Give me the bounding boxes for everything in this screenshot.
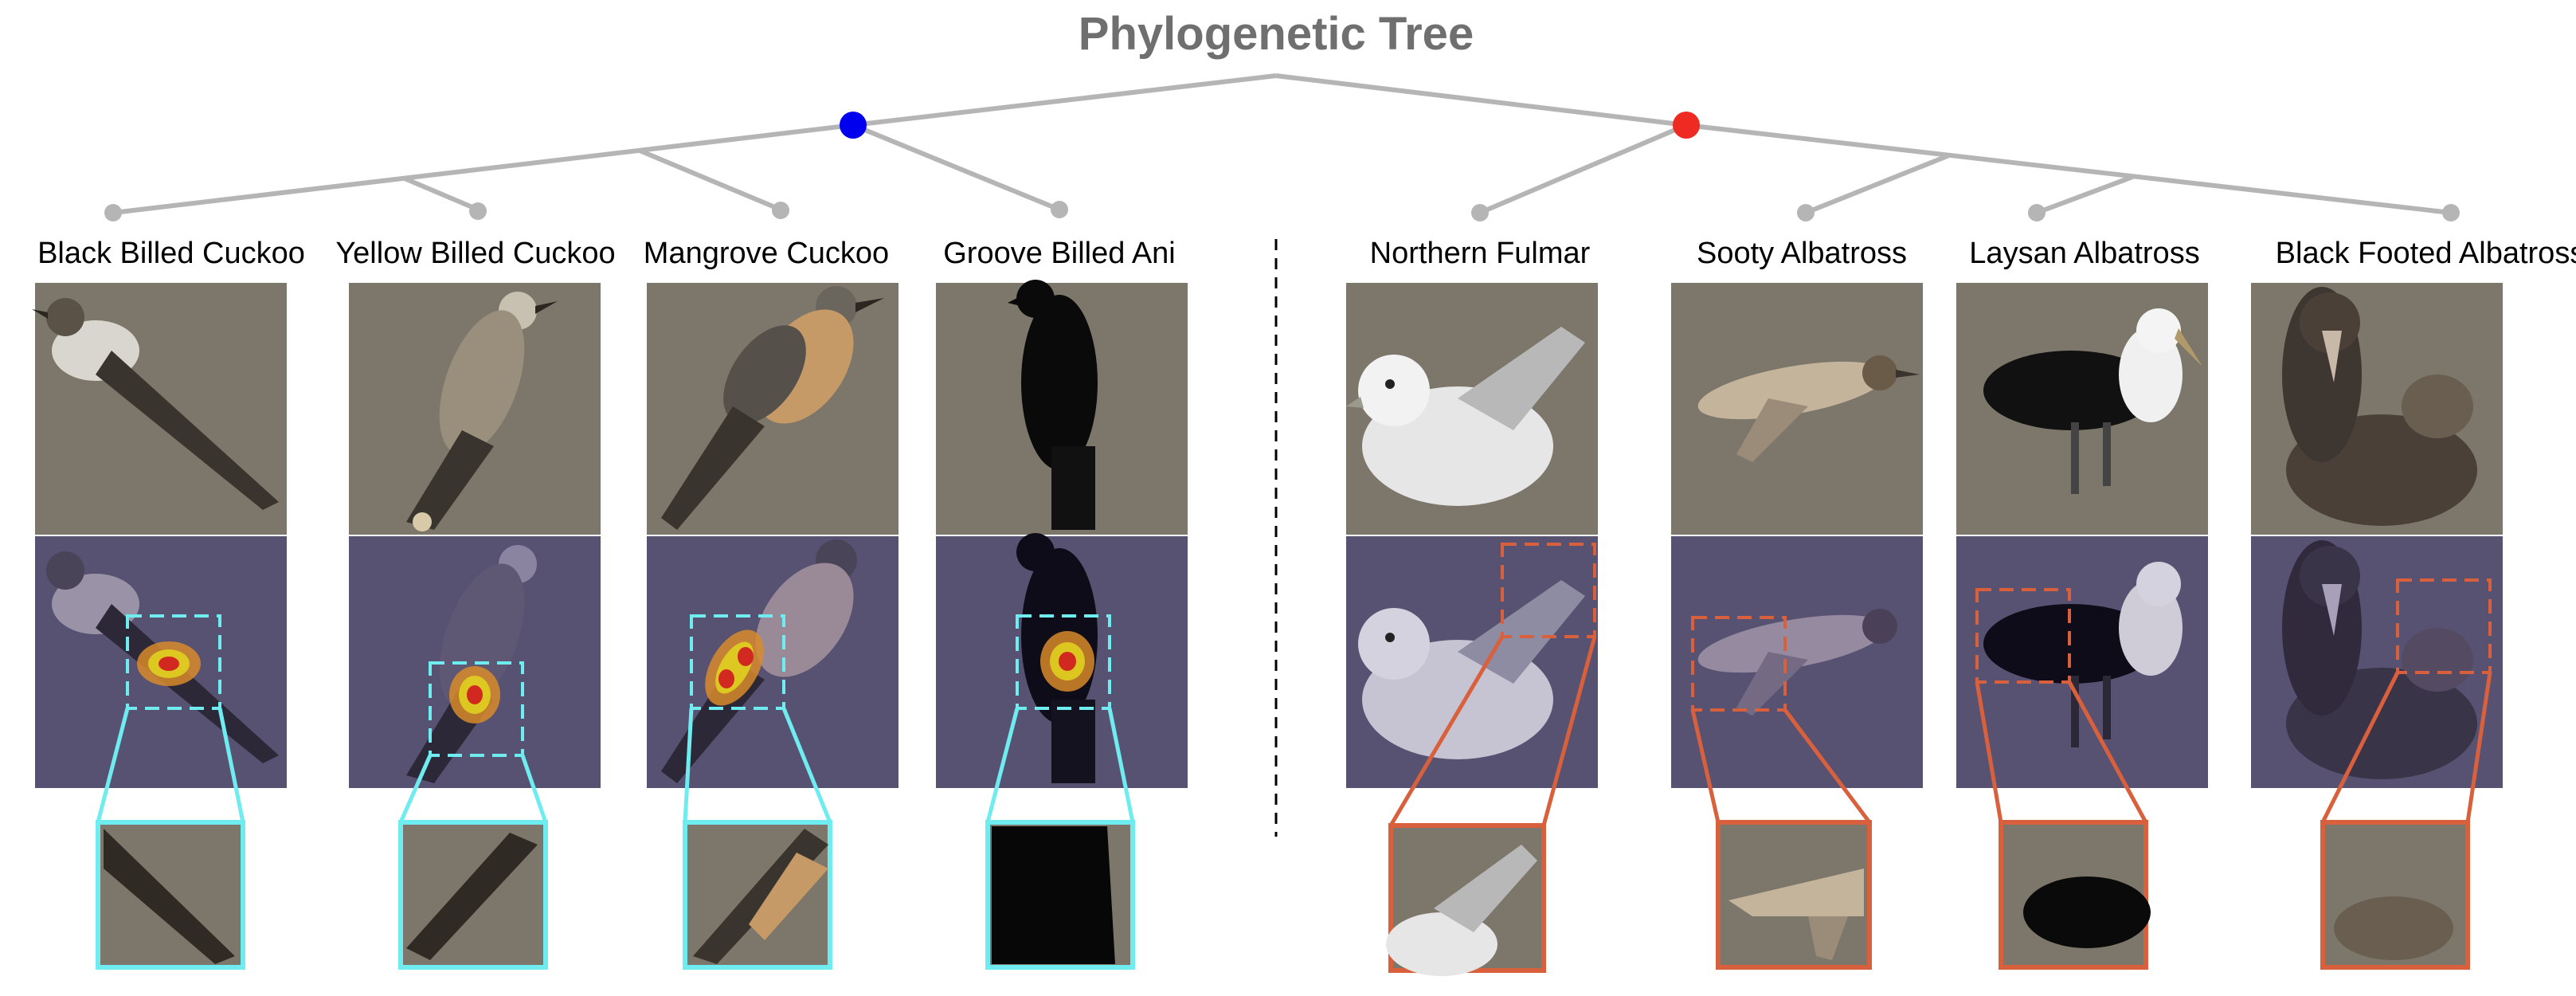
branch-albatross-fulmar	[1478, 123, 1688, 215]
leaf-node	[2028, 204, 2046, 222]
branch-albatross-main	[1685, 123, 2452, 215]
species-label: Black Billed Cuckoo	[37, 237, 305, 270]
bird-illustration	[2282, 540, 2477, 779]
bird-illustration	[992, 826, 1115, 964]
zoom-connector	[1690, 709, 1721, 823]
zoom-connector	[781, 708, 832, 823]
bird-illustration	[1728, 869, 1864, 916]
zoom-connector	[1783, 708, 1871, 824]
species-column-groove-billed-ani	[936, 280, 1188, 970]
zoom-connector	[398, 754, 433, 824]
bird-illustration	[2023, 876, 2151, 948]
species-label: Groove Billed Ani	[943, 237, 1176, 270]
bird-illustration	[1346, 327, 1585, 506]
leaf-node	[1471, 204, 1489, 222]
branch-root-left	[852, 73, 1277, 127]
bird-illustration	[104, 829, 235, 964]
branch-root-right	[1275, 73, 1687, 127]
zoom-connector	[1107, 708, 1135, 823]
bird-illustration	[749, 853, 828, 940]
heatmap-blob	[1040, 631, 1094, 692]
zoom-connector	[96, 708, 130, 823]
zoom-connector	[217, 708, 245, 823]
zoom-connector	[683, 708, 694, 823]
focus-box	[1975, 588, 2071, 684]
leaf-node	[1797, 204, 1815, 222]
species-column-black-footed-albatross	[2251, 283, 2503, 970]
focus-box	[2396, 578, 2492, 674]
focus-box	[429, 661, 524, 757]
focus-box	[1501, 543, 1596, 638]
leaf-node	[469, 202, 487, 220]
species-column-laysan-albatross	[1956, 283, 2208, 970]
bird-illustration	[2282, 287, 2477, 526]
branch-cuckoo-mangrove	[638, 148, 782, 212]
branch-cuckoo-main	[112, 123, 854, 215]
zoom-connector	[1541, 636, 1597, 826]
species-column-black-billed-cuckoo	[32, 283, 287, 970]
species-label: Sooty Albatross	[1697, 237, 1907, 270]
zoom-connector	[2067, 680, 2148, 824]
bird-illustration	[1697, 355, 1920, 462]
bird-illustration	[406, 292, 558, 531]
species-label: Mangrove Cuckoo	[644, 237, 889, 270]
zoom-connector	[1975, 681, 2003, 823]
heatmap-blob	[137, 641, 201, 686]
species-column-mangrove-cuckoo	[647, 283, 898, 970]
species-column-northern-fulmar	[1346, 283, 1598, 976]
bird-illustration	[1808, 916, 1848, 960]
zoom-connector	[1388, 635, 1505, 827]
branch-cuckoo-yellow	[403, 176, 480, 212]
species-column-yellow-billed-cuckoo	[349, 283, 601, 970]
heatmap-blob	[705, 629, 764, 706]
species-label: Laysan Albatross	[1969, 237, 2199, 270]
leaf-node	[2442, 204, 2460, 222]
branch-albatross-laysan	[2035, 174, 2136, 215]
leaf-node	[1051, 201, 1068, 218]
focus-box	[690, 614, 785, 710]
leaf-node	[104, 204, 122, 222]
species-column-sooty-albatross	[1671, 283, 1923, 970]
zoom-connector	[2465, 672, 2492, 823]
species-label: Black Footed Albatross	[2276, 237, 2576, 270]
phylogenetic-tree	[104, 73, 2460, 222]
bird-illustration	[46, 551, 279, 763]
focus-box	[1691, 616, 1787, 712]
focus-box	[1016, 614, 1111, 710]
bird-illustration	[661, 286, 884, 530]
branch-cuckoo-ani	[851, 123, 1061, 212]
albatross-clade-node	[1673, 112, 1700, 139]
bird-illustration	[1008, 280, 1098, 530]
leaf-node	[772, 202, 789, 219]
species-label: Northern Fulmar	[1370, 237, 1591, 270]
bird-illustration	[406, 833, 538, 960]
bird-illustration	[1434, 845, 1537, 932]
bird-illustration	[1697, 609, 1897, 716]
bird-illustration	[2334, 896, 2453, 960]
species-labels: Black Billed Cuckoo Yellow Billed Cuckoo…	[37, 237, 2576, 270]
zoom-connector	[985, 708, 1020, 823]
bird-illustration	[1983, 308, 2202, 494]
zoom-connector	[2320, 671, 2400, 824]
branch-albatross-sooty	[1804, 153, 1951, 215]
heatmap-blob	[449, 666, 500, 723]
cuckoo-clade-node	[840, 112, 867, 139]
species-label: Yellow Billed Cuckoo	[335, 237, 615, 270]
bird-illustration	[32, 298, 279, 510]
figure-title: Phylogenetic Tree	[1079, 8, 1474, 60]
zoom-connector	[520, 755, 548, 823]
focus-box	[126, 614, 221, 710]
